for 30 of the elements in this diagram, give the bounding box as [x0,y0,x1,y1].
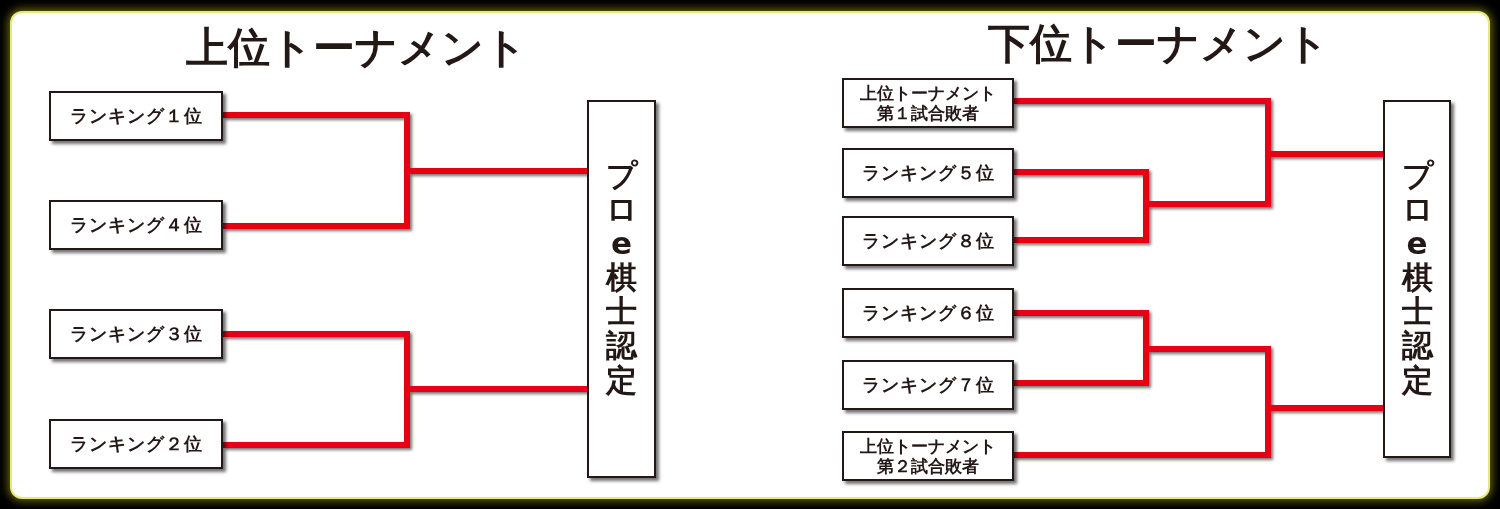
entrant-label: ランキング８位 [861,230,995,252]
certification-box [1383,100,1451,458]
certification-label: プロe棋士認定 [1401,158,1433,397]
bracket-line [1014,151,1383,243]
entrant-label: ランキング６位 [861,302,995,324]
entrant-label: ランキング７位 [861,374,995,396]
certification-label: プロe棋士認定 [606,158,637,397]
entrant-box [49,309,223,359]
entrant-label: ランキング２位 [69,433,203,455]
certification-box [587,100,656,478]
entrant-label: 上位トーナメント第１試合敗者 [859,82,997,124]
bracket-line [223,168,587,229]
bracket-title: 下位トーナメント [987,23,1329,65]
entrant-box [842,360,1014,410]
entrant-box [842,148,1014,198]
entrant-box [49,200,223,250]
entrant-label: ランキング３位 [69,323,203,345]
entrant-box [49,419,223,469]
entrant-label: 上位トーナメント第２試合敗者 [859,435,997,477]
entrant-label: ランキング１位 [69,105,203,127]
bracket-line [1014,405,1383,458]
entrant-box [842,78,1014,128]
entrant-box [49,91,223,141]
bracket-line [223,386,587,448]
bracket-title: 上位トーナメント [185,27,527,69]
entrant-box [842,216,1014,266]
entrant-box [842,288,1014,338]
entrant-box [842,431,1014,481]
entrant-label: ランキング５位 [861,162,995,184]
entrant-label: ランキング４位 [69,214,203,236]
